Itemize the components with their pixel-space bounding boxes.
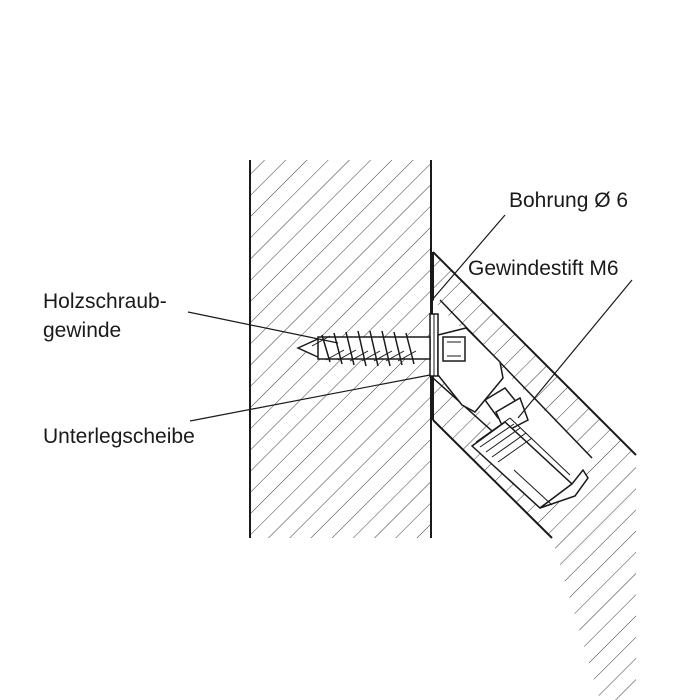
leader-gewindestift [517, 279, 633, 419]
label-unterlegscheibe: Unterlegscheibe [43, 425, 195, 448]
leader-unterlegscheibe [189, 374, 431, 422]
label-holzschraub-line2: gewinde [43, 319, 122, 342]
label-bohrung: Bohrung Ø 6 [509, 189, 629, 212]
holzschraub-gewinde-screw [296, 330, 431, 367]
leader-holzschraub [187, 311, 339, 344]
label-holzschraub-line1: Holzschraub- [43, 290, 167, 313]
gewindestift-m6-pin [437, 327, 589, 509]
block-top-edge [432, 251, 637, 456]
leader-bohrung [431, 214, 506, 301]
unterlegscheibe-washer [429, 313, 439, 377]
label-gewindestift: Gewindestift M6 [468, 257, 619, 280]
block-bottom-edge [432, 419, 553, 539]
hex-socket [442, 336, 466, 362]
leader-lines [187, 214, 633, 422]
